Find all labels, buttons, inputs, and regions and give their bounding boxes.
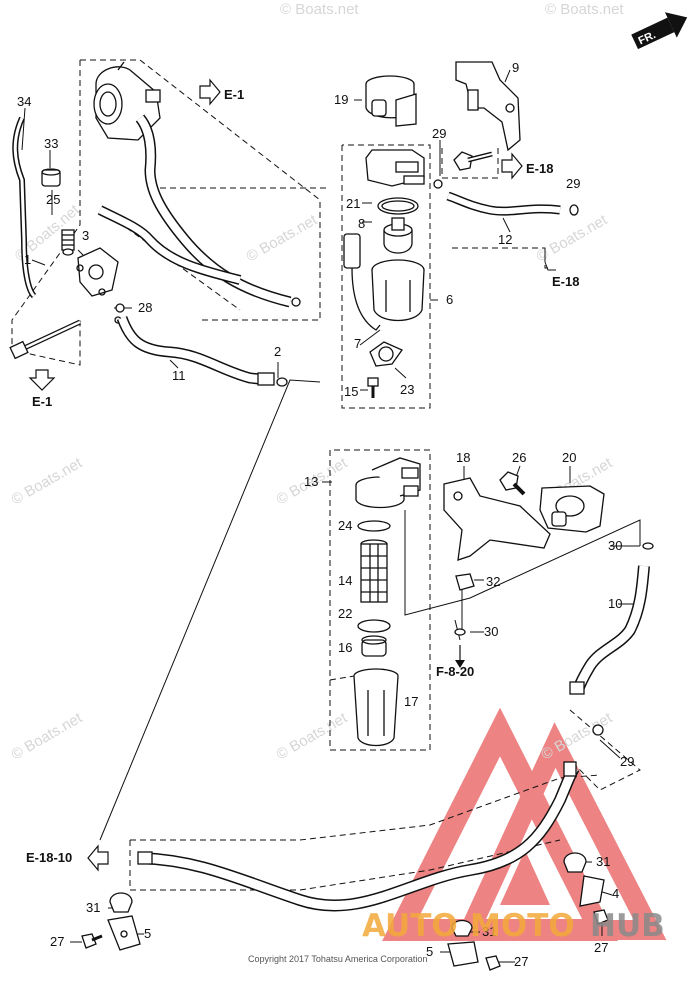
- part-11-hose: [116, 316, 275, 386]
- watermark: © Boats.net: [244, 211, 321, 265]
- part-31-clamp: [109, 852, 587, 937]
- part-label: 17: [404, 694, 418, 709]
- part-32-clip: [455, 573, 475, 591]
- part-label: 18: [456, 450, 470, 465]
- part-mounting-bolt: [9, 319, 82, 360]
- part-label: 1: [24, 252, 31, 267]
- ref-e1-bottom: E-1: [32, 394, 52, 409]
- part-1-fuel-pump-small: [76, 247, 119, 297]
- part-12-hose: [446, 191, 579, 216]
- watermark: © Boats.net: [274, 709, 351, 763]
- part-6-filter-assembly: [343, 149, 443, 398]
- part-label: 14: [338, 573, 352, 588]
- part-label: 16: [338, 640, 352, 655]
- part-25-bolt: [61, 229, 75, 256]
- part-label: 15: [344, 384, 358, 399]
- part-label: 19: [334, 92, 348, 107]
- automotohub-logo: [382, 707, 667, 941]
- arrow-down-icon: [28, 369, 56, 391]
- part-label: 34: [17, 94, 31, 109]
- part-bolt-upper: [453, 151, 493, 171]
- part-5-bracket: [107, 875, 605, 967]
- part-label: 31: [86, 900, 100, 915]
- part-label: 27: [514, 954, 528, 969]
- part-label: 6: [446, 292, 453, 307]
- part-label: 24: [338, 518, 352, 533]
- part-label: 9: [512, 60, 519, 75]
- part-label: 29: [566, 176, 580, 191]
- part-label: 3: [82, 228, 89, 243]
- part-label: 30: [484, 624, 498, 639]
- arrow-e18-lower: [544, 261, 556, 271]
- automotohub-brand: AUTO MOTO HUB: [362, 908, 665, 944]
- part-label: 25: [46, 192, 60, 207]
- watermark: © Boats.net: [9, 454, 86, 508]
- arrow-f820: [455, 645, 465, 668]
- reference-labels: E-1 E-1 E-18 E-18 F-8-20 E-18-10: [26, 87, 579, 865]
- ref-e18-lower: E-18: [552, 274, 579, 289]
- part-18-bracket: [443, 477, 551, 561]
- ref-f820: F-8-20: [436, 664, 474, 679]
- part-label: 29: [432, 126, 446, 141]
- part-34-hose: [12, 116, 37, 299]
- part-2-clip: [276, 377, 288, 387]
- part-label: 4: [612, 886, 619, 901]
- part-label: 2: [274, 344, 281, 359]
- brand-moto: MOTO: [470, 908, 575, 944]
- part-label: 10: [608, 596, 622, 611]
- part-label: 21: [346, 196, 360, 211]
- part-label: 27: [594, 940, 608, 955]
- part-27-screw: [81, 909, 609, 971]
- group-outlines: [11, 59, 641, 891]
- part-30-clip: [454, 542, 654, 636]
- brand-hub: HUB: [590, 908, 665, 944]
- ref-e1-top: E-1: [224, 87, 244, 102]
- part-long-fuel-line: [137, 761, 580, 912]
- parts: [9, 61, 654, 971]
- arrow-right-icon: [199, 78, 221, 106]
- watermark: © Boats.net: [545, 1, 624, 18]
- part-label: 12: [498, 232, 512, 247]
- part-label: 31: [596, 854, 610, 869]
- reference-arrows: [28, 78, 523, 872]
- arrow-left-icon: [87, 844, 109, 872]
- part-label: 29: [620, 754, 634, 769]
- part-label: 28: [138, 300, 152, 315]
- ref-e18-upper: E-18: [526, 161, 553, 176]
- part-20-grommet: [539, 485, 605, 533]
- part-label: 7: [354, 336, 361, 351]
- part-label: 5: [426, 944, 433, 959]
- part-labels: 34 33 25 3 1 28 11 2 19 9 29 29 21 8 12 …: [17, 60, 634, 969]
- watermark: © Boats.net: [9, 709, 86, 763]
- part-19-collar: [365, 75, 417, 127]
- arrow-right-icon: [501, 152, 523, 180]
- part-label: 27: [50, 934, 64, 949]
- part-label: 22: [338, 606, 352, 621]
- copyright-text: Copyright 2017 Tohatsu America Corporati…: [248, 954, 427, 964]
- brand-auto: AUTO: [362, 908, 458, 944]
- watermark: © Boats.net: [280, 1, 359, 18]
- part-9-bracket: [455, 61, 521, 152]
- part-label: 11: [172, 368, 186, 383]
- part-13-filter-group: [353, 457, 421, 747]
- front-arrow: FR.: [631, 12, 688, 50]
- part-33-nut: [41, 168, 61, 187]
- part-10-hose: [569, 565, 650, 695]
- part-label: 5: [144, 926, 151, 941]
- part-label: 26: [512, 450, 526, 465]
- part-pump-hose: [97, 114, 301, 308]
- part-label: 8: [358, 216, 365, 231]
- part-29-clip: [592, 724, 604, 736]
- part-label: 20: [562, 450, 576, 465]
- part-26-bolt: [499, 471, 526, 496]
- part-label: 23: [400, 382, 414, 397]
- part-label: 33: [44, 136, 58, 151]
- part-label: 30: [608, 538, 622, 553]
- part-label: 32: [486, 574, 500, 589]
- part-label: 13: [304, 474, 318, 489]
- ref-e1810: E-18-10: [26, 850, 72, 865]
- part-label: 31: [482, 924, 496, 939]
